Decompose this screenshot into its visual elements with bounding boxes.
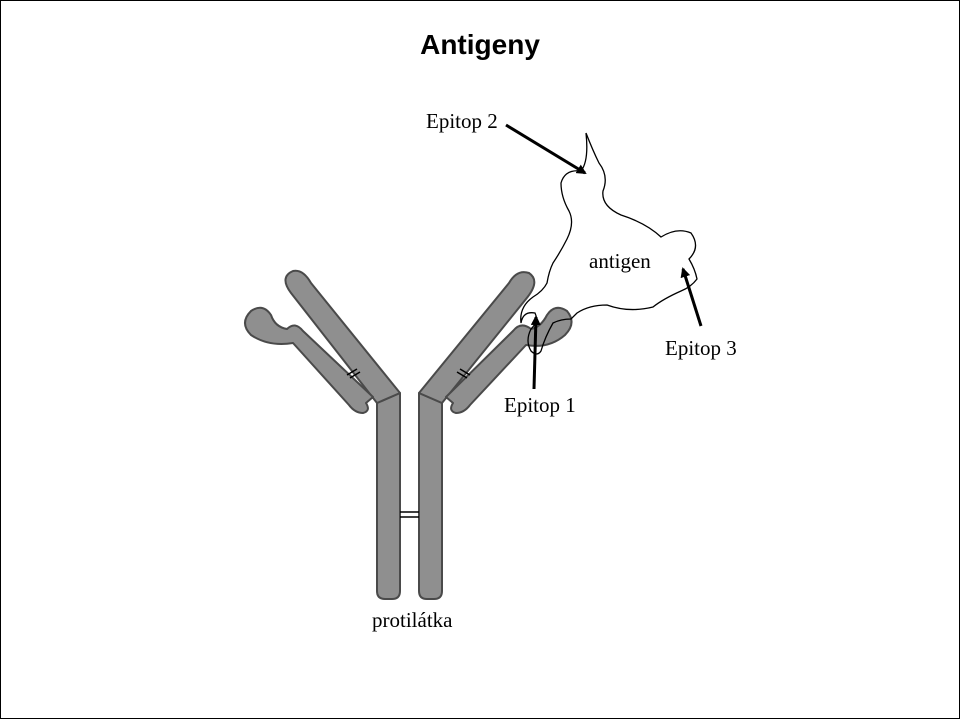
antibody-left-light-chain [244, 306, 374, 414]
arrow-epitop3 [680, 267, 703, 327]
arrow-epitop2 [505, 123, 587, 175]
antigen-outline [520, 132, 698, 355]
antibody [244, 269, 573, 600]
disulfide-bonds [346, 368, 471, 518]
label-antibody: protilátka [372, 608, 453, 632]
antibody-right-heavy-arm [418, 271, 536, 404]
label-antigen: antigen [589, 249, 651, 273]
arrow-epitop1 [530, 315, 541, 390]
arrows [505, 123, 703, 390]
antibody-left-stem [376, 392, 401, 600]
page-title: Antigeny [420, 29, 540, 60]
label-epitop-3: Epitop 3 [665, 336, 737, 360]
antibody-left-heavy-arm [284, 269, 401, 404]
antibody-right-stem [418, 392, 443, 600]
label-epitop-1: Epitop 1 [504, 393, 576, 417]
label-epitop-2: Epitop 2 [426, 109, 498, 133]
